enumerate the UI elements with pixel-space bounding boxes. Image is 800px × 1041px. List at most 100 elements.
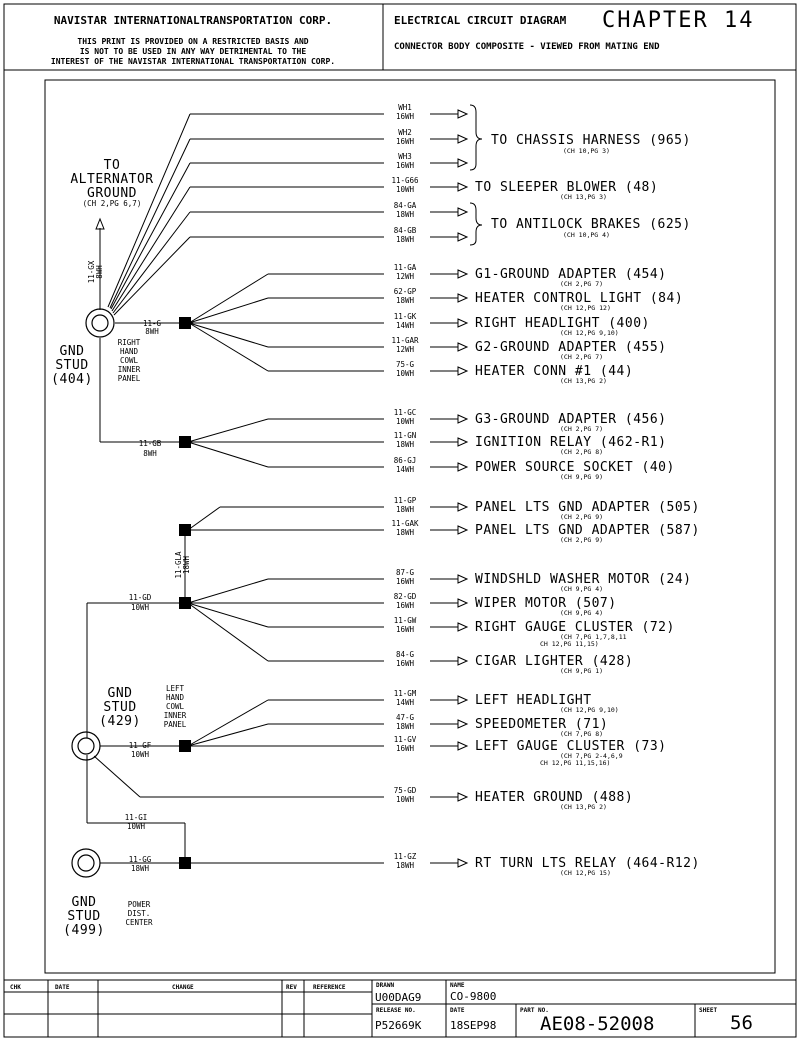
wires: [86, 113, 384, 864]
destination-ref: (CH 2,PG 9): [560, 513, 603, 521]
wire-gauge: 16WH: [396, 112, 415, 121]
splice-11-gd: [179, 597, 191, 609]
wire-code: 11-GV: [394, 735, 417, 744]
wire-code: 75-GD: [394, 786, 417, 795]
destination-label: SPEEDOMETER (71): [475, 717, 608, 732]
wire-label-11-gx: 11-GX: [87, 260, 96, 283]
arrow-head-icon: [457, 109, 469, 119]
wire-code: 11-GAK: [391, 519, 419, 528]
wire-gauge: 10WH: [396, 185, 415, 194]
stud-404-loc-3: COWL: [120, 356, 139, 365]
arrow-head-icon: [457, 719, 469, 729]
wire-label-11-gf-gauge: 10WH: [131, 750, 150, 759]
wire-code: 86-GJ: [394, 456, 417, 465]
wire-gauge: 16WH: [396, 161, 415, 170]
stud-429-loc-1: LEFT: [166, 684, 185, 693]
alt-label-1: TO: [104, 158, 121, 173]
destination-label: POWER SOURCE SOCKET (40): [475, 460, 675, 475]
wire-code: 62-GP: [394, 287, 417, 296]
tb-release-value: P52669K: [375, 1019, 422, 1032]
wire-code: 87-G: [396, 568, 415, 577]
group-chassis-ref: (CH 10,PG 3): [563, 147, 610, 155]
tb-change-header: CHANGE: [172, 984, 194, 991]
wire-gauge: 18WH: [396, 235, 415, 244]
splice-11-g: [179, 317, 191, 329]
arrow-head-icon: [457, 182, 469, 192]
arrow-head-icon: [457, 741, 469, 751]
alternator-arrow: [95, 217, 105, 230]
destination-label: RT TURN LTS RELAY (464-R12): [475, 856, 700, 871]
tb-name-value: CO-9800: [450, 990, 496, 1003]
destination-label: WIPER MOTOR (507): [475, 596, 617, 611]
stud-404-loc-2: HAND: [120, 347, 139, 356]
wire-label-11-gla: 11-GLA: [174, 551, 183, 579]
tb-sheet-value: 56: [730, 1012, 753, 1034]
doc-type: ELECTRICAL CIRCUIT DIAGRAM: [394, 14, 567, 27]
arrow-head-icon: [457, 158, 469, 168]
wire-code: 75-G: [396, 360, 415, 369]
arrow-head-icon: [457, 656, 469, 666]
arrow-head-icon: [457, 232, 469, 242]
wire-code: 11-GM: [394, 689, 417, 698]
group-antilock-brakes: TO ANTILOCK BRAKES (625): [491, 217, 691, 232]
wire-gauge: 18WH: [396, 528, 415, 537]
wire-code: 11-GW: [394, 616, 417, 625]
tb-date-label: DATE: [450, 1007, 465, 1014]
tb-date-header: DATE: [55, 984, 70, 991]
destination-ref: (CH 2,PG 8): [560, 448, 603, 456]
wire-code: WH1: [398, 103, 412, 112]
arrow-head-icon: [457, 502, 469, 512]
stud-499-loc-3: CENTER: [125, 918, 153, 927]
tb-rev-header: REV: [286, 984, 297, 991]
wire-code: 84-G: [396, 650, 415, 659]
wire-gauge: 18WH: [396, 440, 415, 449]
destination-label: RIGHT HEADLIGHT (400): [475, 316, 650, 331]
wire-code: WH2: [398, 128, 412, 137]
destination-ref: (CH 2,PG 7): [560, 425, 603, 433]
destination-ref: (CH 12,PG 9,10): [560, 329, 619, 337]
wire-code: 82-GD: [394, 592, 417, 601]
wire-gauge: 14WH: [396, 321, 415, 330]
wire-code: 11-GA: [394, 263, 417, 272]
wire-gauge: 10WH: [396, 417, 415, 426]
chapter-title: CHAPTER 14: [602, 8, 754, 33]
destination-label: HEATER GROUND (488): [475, 790, 633, 805]
stud-429-loc-4: INNER: [164, 711, 187, 720]
wire-label-11-gx-gauge: 8WH: [95, 265, 104, 279]
wire-label-11-gf: 11-GF: [129, 741, 152, 750]
wire-gauge: 18WH: [396, 296, 415, 305]
tb-chk-header: CHK: [10, 984, 21, 991]
destination-label: LEFT HEADLIGHT: [475, 693, 592, 708]
destination-ref: (CH 2,PG 7): [560, 353, 603, 361]
destination-label: G3-GROUND ADAPTER (456): [475, 412, 667, 427]
tb-reference-header: REFERENCE: [313, 984, 346, 991]
destination-label: PANEL LTS GND ADAPTER (587): [475, 523, 700, 538]
notice-line-3: INTEREST OF THE NAVISTAR INTERNATIONAL T…: [51, 57, 335, 66]
wire-label-11-gd-gauge: 10WH: [131, 603, 150, 612]
destination-ref: (CH 12,PG 15): [560, 869, 611, 877]
destination-ref: (CH 2,PG 7): [560, 280, 603, 288]
destination-label: G2-GROUND ADAPTER (455): [475, 340, 667, 355]
wire-label-11-gi: 11-GI: [125, 813, 148, 822]
arrow-head-icon: [457, 437, 469, 447]
destination-ref: (CH 13,PG 2): [560, 377, 607, 385]
destination-ref: (CH 7,PG 1,7,8,11: [560, 633, 627, 641]
wire-gauge: 12WH: [396, 272, 415, 281]
ground-stud-499: [71, 848, 101, 878]
destination-ref-2: CH 12,PG 11,15,16): [540, 759, 610, 767]
alt-ref: (CH 2,PG 6,7): [83, 199, 142, 208]
stud-429-loc-2: HAND: [166, 693, 185, 702]
destination-ref: (CH 12,PG 12): [560, 304, 611, 312]
splice-11-gb: [179, 436, 191, 448]
wire-code: 47-G: [396, 713, 415, 722]
stud-499-label-3: (499): [63, 923, 105, 938]
destination-label: TO SLEEPER BLOWER (48): [475, 180, 658, 195]
arrow-head-icon: [457, 574, 469, 584]
destination-label: WINDSHLD WASHER MOTOR (24): [475, 572, 692, 587]
wire-label-11-gla-gauge: 18WH: [182, 555, 191, 574]
stud-404-loc-5: PANEL: [118, 374, 141, 383]
arrow-head-icon: [457, 293, 469, 303]
stud-499-label-2: STUD: [67, 909, 100, 924]
wire-code: 11-GAR: [391, 336, 419, 345]
